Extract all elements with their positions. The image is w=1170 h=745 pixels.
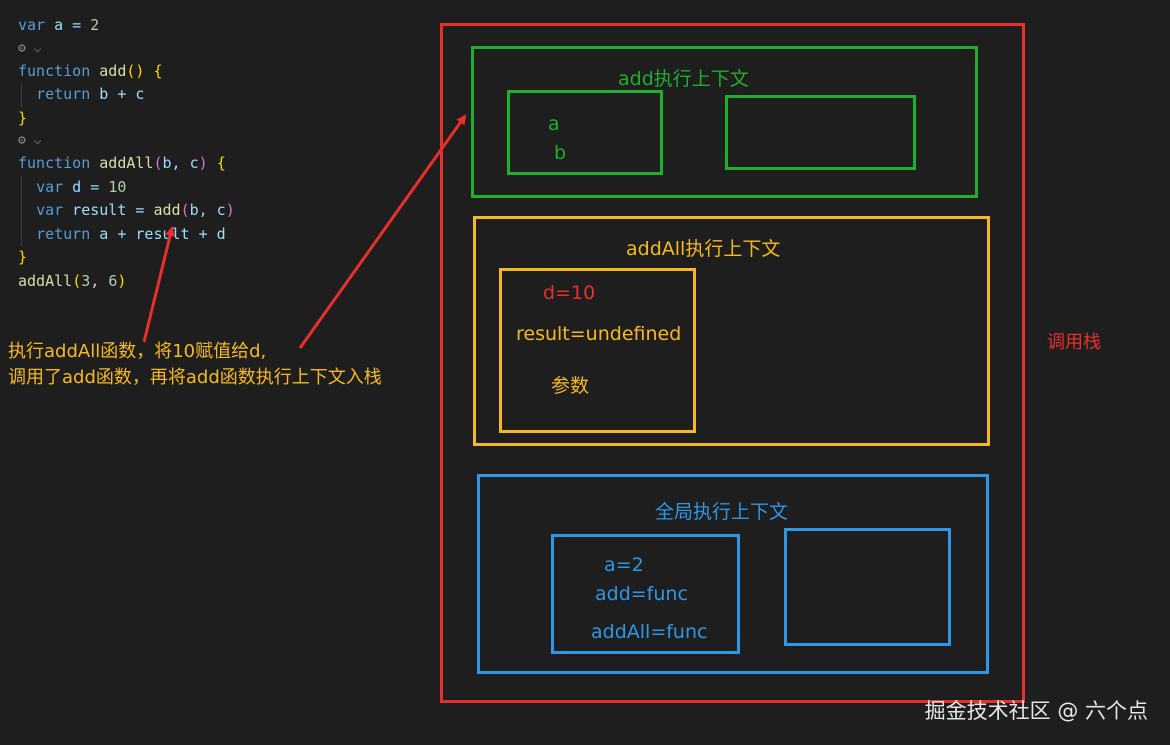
addall-context-vars-box: [499, 268, 696, 433]
code-line-4: }: [18, 107, 235, 131]
global-var-add: add=func: [595, 583, 688, 605]
add-context-vars-box: [507, 90, 663, 175]
brace: }: [18, 248, 28, 266]
brace: }: [18, 108, 28, 127]
keyword: var: [36, 201, 64, 219]
code-line-9: }: [18, 246, 235, 270]
addall-context-title: addAll执行上下文: [626, 238, 781, 260]
arrow-annotation-to-add-context: [298, 114, 467, 349]
code-line-7: var result = add(b, c): [18, 199, 235, 223]
gear-icon[interactable]: ⚙ ⌵: [18, 133, 42, 148]
number: 6: [108, 271, 118, 290]
gear-icon[interactable]: ⚙ ⌵: [18, 40, 42, 56]
addall-var-result: result=undefined: [516, 323, 682, 345]
function-name: addAll: [99, 154, 154, 172]
number: 2: [90, 16, 100, 34]
keyword: function: [18, 154, 91, 172]
function-name: addAll: [18, 271, 73, 290]
indent-guide: [21, 83, 22, 107]
annotation: 执行addAll函数，将10赋值给d, 调用了add函数，再将add函数执行上下…: [8, 339, 382, 391]
annotation-line-2: 调用了add函数，再将add函数执行上下文入栈: [8, 367, 382, 388]
watermark: 掘金技术社区 @ 六个点: [924, 699, 1148, 723]
paren: (: [72, 271, 82, 290]
codelens-icons[interactable]: ⚙ ⌵: [18, 38, 235, 60]
function-name: add: [99, 61, 127, 80]
code-text: result =: [63, 201, 154, 219]
global-context-title: 全局执行上下文: [655, 501, 789, 523]
code-line-3: return b + c: [18, 83, 235, 107]
call-stack-box: [440, 23, 1025, 703]
paren: ): [198, 154, 217, 172]
addall-var-d: d=10: [543, 282, 596, 304]
paren: (): [126, 61, 154, 80]
indent-guide: [21, 175, 22, 199]
code-line-2: function add() {: [18, 60, 235, 84]
params: b, c: [189, 201, 226, 219]
code-line-1: var a = 2: [18, 14, 235, 38]
add-context-box: [471, 46, 978, 198]
keyword: var: [36, 177, 64, 196]
arrow-code-to-annotation: [142, 226, 175, 343]
code-text: d =: [63, 177, 109, 196]
keyword: var: [18, 16, 46, 34]
brace: {: [216, 154, 226, 172]
addall-params: 参数: [551, 375, 590, 397]
keyword: function: [18, 61, 91, 80]
keyword: return: [36, 85, 91, 103]
params: b, c: [162, 154, 199, 172]
number: 10: [108, 177, 127, 196]
annotation-line-1: 执行addAll函数，将10赋值给d,: [8, 341, 267, 362]
brace: {: [153, 61, 163, 80]
addall-context-box: [473, 216, 990, 446]
separator: ,: [90, 271, 109, 290]
call-stack-label: 调用栈: [1047, 332, 1101, 353]
code-text: b + c: [90, 85, 145, 103]
code-line-6: var d = 10: [18, 175, 235, 199]
add-var-b: b: [554, 142, 567, 164]
indent-guide: [21, 199, 22, 223]
paren: ): [117, 271, 127, 290]
global-context-box: [477, 474, 989, 674]
code-editor: var a = 2 ⚙ ⌵ function add() { return b …: [18, 14, 235, 293]
paren: ): [225, 201, 235, 219]
add-context-empty-box: [725, 95, 916, 170]
code-text: a =: [45, 16, 91, 34]
keyword: return: [36, 224, 91, 243]
number: 3: [81, 271, 91, 290]
global-var-a: a=2: [604, 554, 644, 576]
function-name: add: [153, 201, 181, 219]
paren: (: [153, 154, 163, 172]
global-context-empty-box: [784, 528, 951, 646]
codelens-icons[interactable]: ⚙ ⌵: [18, 130, 235, 152]
paren: (: [180, 201, 190, 219]
code-line-10: addAll(3, 6): [18, 270, 235, 294]
code-line-5: function addAll(b, c) {: [18, 152, 235, 176]
code-line-8: return a + result + d: [18, 222, 235, 246]
add-context-title: add执行上下文: [618, 68, 749, 90]
code-text: a + result + d: [90, 224, 226, 243]
global-var-addall: addAll=func: [591, 621, 708, 643]
indent-guide: [21, 222, 22, 246]
add-var-a: a: [548, 113, 560, 135]
global-context-vars-box: [551, 534, 740, 654]
